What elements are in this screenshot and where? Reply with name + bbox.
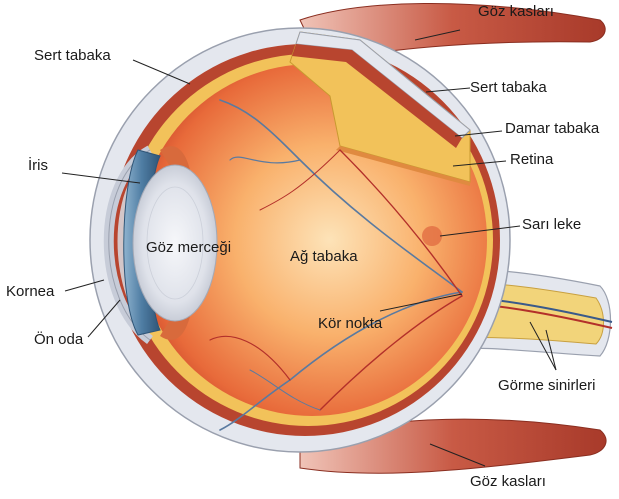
label-sert-tabaka-right: Sert tabaka — [470, 80, 547, 95]
label-damar-tabaka: Damar tabaka — [505, 121, 599, 136]
label-on-oda: Ön oda — [34, 332, 83, 347]
label-kornea: Kornea — [6, 284, 54, 299]
label-gorme-sinirleri: Görme sinirleri — [498, 378, 596, 393]
label-sert-tabaka-left: Sert tabaka — [34, 48, 111, 63]
label-goz-mercegi: Göz merceği — [146, 240, 231, 255]
label-iris: İris — [28, 158, 48, 173]
label-kor-nokta: Kör nokta — [318, 316, 382, 331]
label-ag-tabaka: Ağ tabaka — [290, 249, 358, 264]
label-sari-leke: Sarı leke — [522, 217, 581, 232]
label-goz-kaslari-bottom: Göz kasları — [470, 474, 546, 489]
label-goz-kaslari-top: Göz kasları — [478, 4, 554, 19]
macula — [422, 226, 442, 246]
label-retina: Retina — [510, 152, 553, 167]
